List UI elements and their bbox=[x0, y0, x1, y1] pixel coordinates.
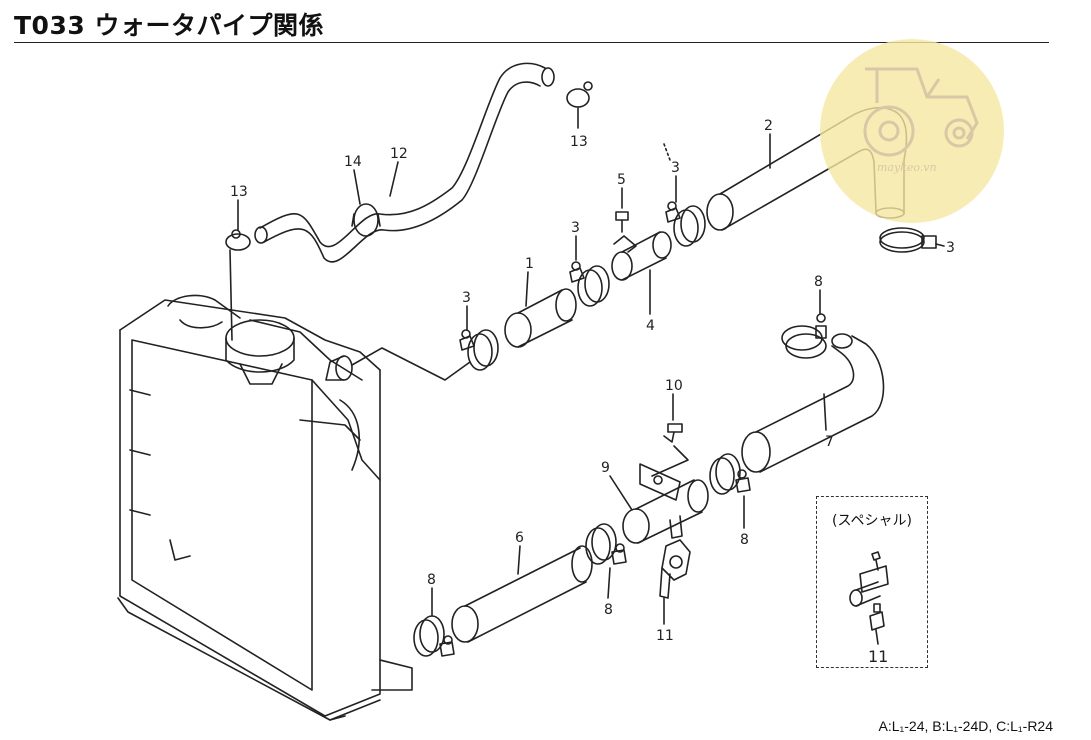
radiator-cap bbox=[225, 319, 295, 385]
pipe-12 bbox=[254, 62, 555, 263]
clamp-3-a bbox=[459, 329, 499, 371]
callout-8-a: 8 bbox=[814, 274, 823, 290]
clamp-8-lower bbox=[413, 615, 455, 657]
special-pipe-drawing bbox=[849, 551, 889, 631]
clamp-13-right bbox=[566, 81, 593, 108]
tractor-icon bbox=[863, 67, 979, 157]
clamp-3-b bbox=[569, 261, 610, 307]
callout-14: 14 bbox=[344, 154, 362, 170]
callout-8-d: 8 bbox=[427, 572, 436, 588]
pipe-9 bbox=[622, 463, 709, 544]
callout-8-c: 8 bbox=[604, 602, 613, 618]
special-version-box: (スペシャル) bbox=[816, 496, 928, 668]
cock-11 bbox=[659, 539, 691, 599]
callout-3-c: 3 bbox=[671, 160, 680, 176]
callout-3-a: 3 bbox=[462, 290, 471, 306]
callout-2: 2 bbox=[764, 118, 773, 134]
callout-13-b: 13 bbox=[570, 134, 588, 150]
clamp-3-c bbox=[665, 201, 706, 247]
bolt-5 bbox=[615, 211, 629, 233]
bolt-10 bbox=[663, 423, 683, 443]
hose-1 bbox=[504, 288, 577, 348]
hose-6 bbox=[451, 545, 593, 643]
callout-12: 12 bbox=[390, 146, 408, 162]
model-applicability-note: A:L₁-24, B:L₁-24D, C:L₁-R24 bbox=[878, 718, 1053, 734]
callout-13-a: 13 bbox=[230, 184, 248, 200]
callout-10: 10 bbox=[665, 378, 683, 394]
callout-9: 9 bbox=[601, 460, 610, 476]
callout-5: 5 bbox=[617, 172, 626, 188]
pipe-4 bbox=[611, 231, 672, 281]
watermark-logo: maykeo.vn bbox=[820, 39, 1004, 223]
callout-1: 1 bbox=[525, 256, 534, 272]
radiator-upper-inlet bbox=[325, 355, 353, 381]
callout-4: 4 bbox=[646, 318, 655, 334]
clamp-3-d bbox=[879, 227, 937, 253]
special-version-label: (スペシャル) bbox=[832, 513, 912, 529]
clamp-13-left bbox=[225, 229, 251, 251]
title-rule bbox=[14, 42, 1049, 43]
page-title: T033 ウォータパイプ関係 bbox=[14, 11, 324, 40]
callout-3-b: 3 bbox=[571, 220, 580, 236]
clip-14 bbox=[351, 203, 381, 237]
callout-7: 7 bbox=[825, 434, 834, 450]
callout-3-d: 3 bbox=[946, 240, 955, 256]
clamp-8-lower-mid bbox=[585, 523, 627, 565]
clamp-8-mid bbox=[709, 453, 751, 495]
radiator bbox=[117, 294, 413, 721]
clamp-8-upper bbox=[781, 313, 827, 359]
callout-11-b: 11 bbox=[868, 647, 888, 666]
watermark-text: maykeo.vn bbox=[877, 161, 937, 174]
hose-7 bbox=[741, 333, 885, 473]
callout-11-a: 11 bbox=[656, 628, 674, 644]
callout-8-b: 8 bbox=[740, 532, 749, 548]
callout-6: 6 bbox=[515, 530, 524, 546]
